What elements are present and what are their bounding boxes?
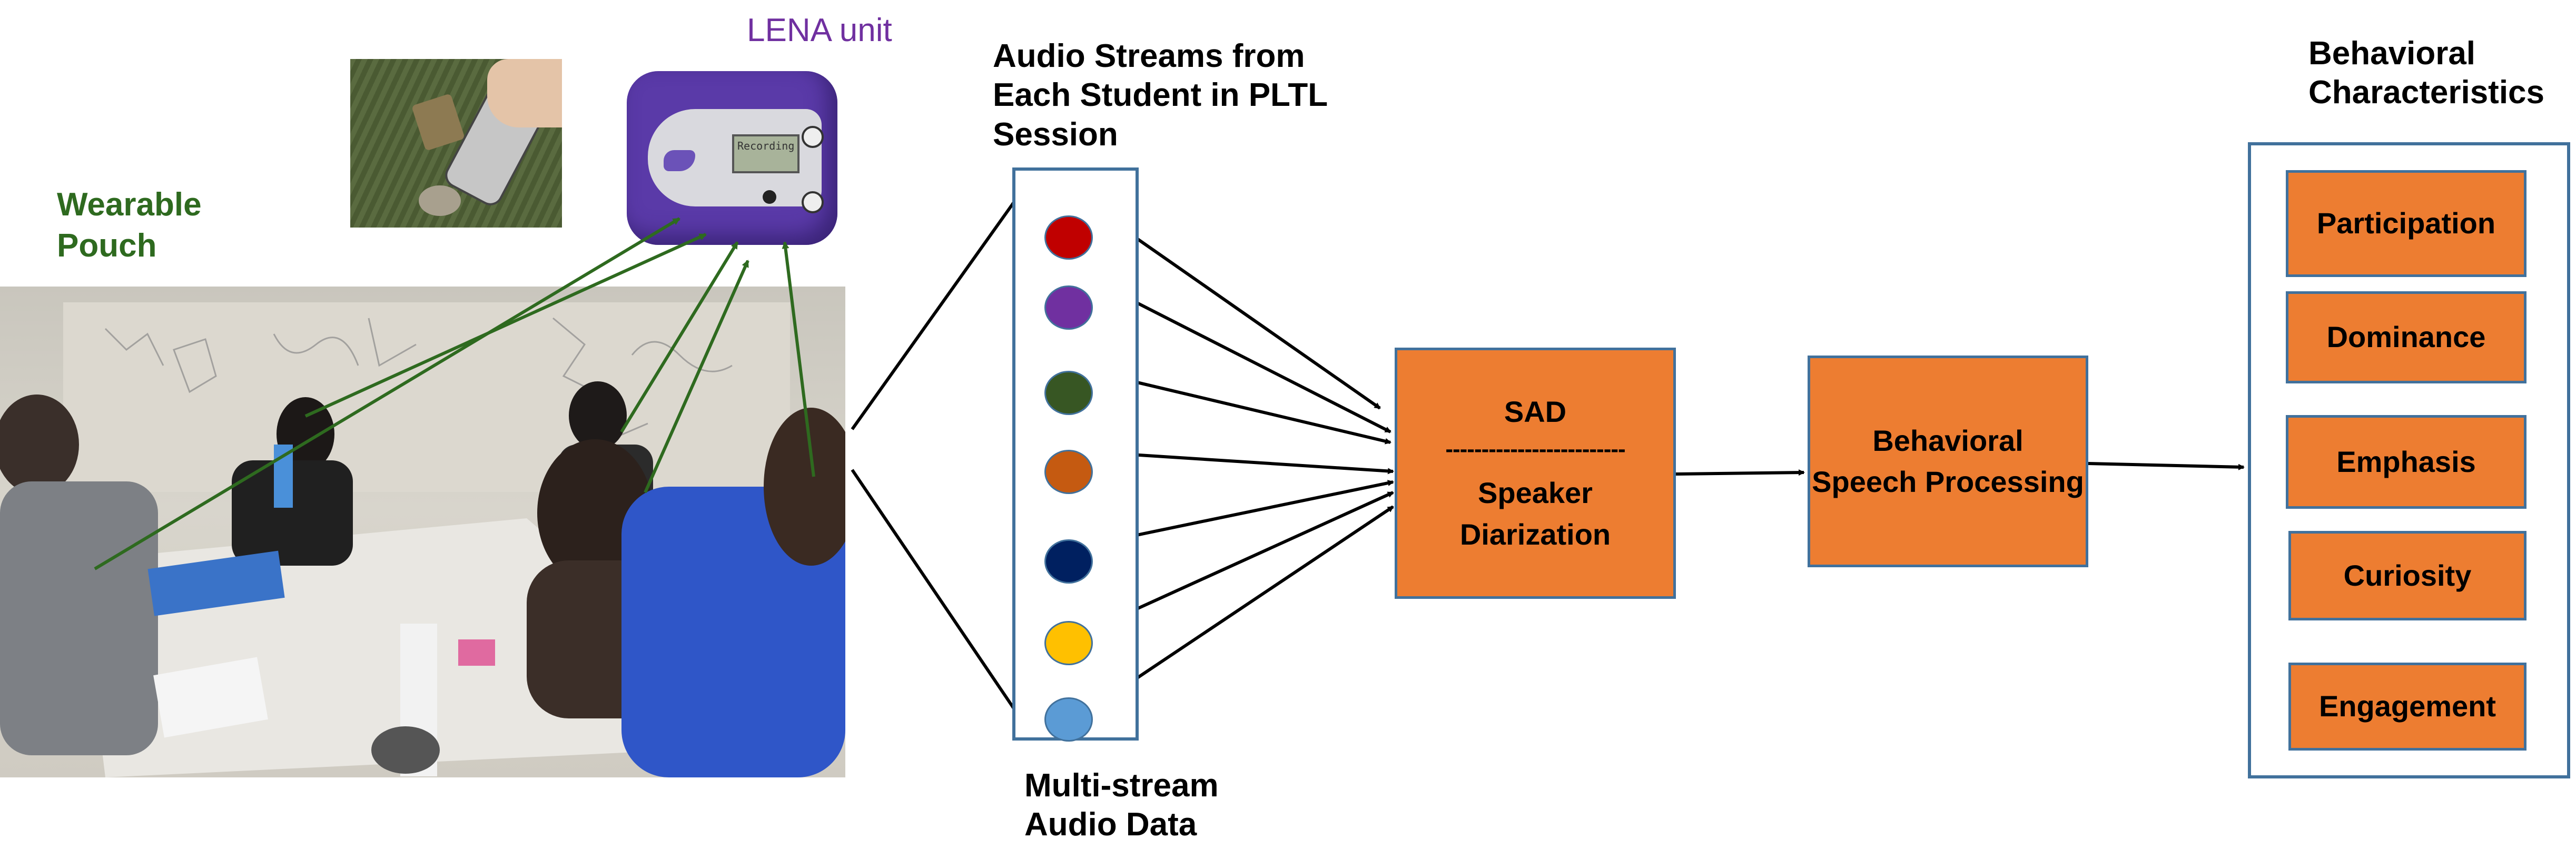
- multistream-line-2: Audio Data: [1024, 806, 1197, 843]
- behavioral-characteristics-title: Behavioral Characteristics: [2308, 34, 2544, 113]
- wearable-pouch-label: Wearable Pouch: [57, 184, 202, 266]
- audio-streams-panel: [1012, 167, 1139, 742]
- pointer-line-5: [782, 241, 815, 477]
- characteristic-emphasis-box: Emphasis: [2286, 415, 2526, 509]
- sad-diarization-box: SAD ------------------------- Speaker Di…: [1395, 348, 1676, 599]
- photo-to-panel-arrow-bottom: [851, 469, 1021, 717]
- audio-stream-dot-1: [1044, 215, 1093, 260]
- multistream-audio-label: Multi-stream Audio Data: [1024, 766, 1219, 845]
- audio-stream-dot-5: [1044, 539, 1093, 584]
- pointer-line-2: [304, 233, 707, 418]
- lena-unit-label: LENA unit: [747, 12, 892, 48]
- speaker-diarization-label-1: Speaker: [1478, 476, 1593, 510]
- audio-streams-title-line-1: Audio Streams from: [993, 38, 1305, 74]
- multistream-line-1: Multi-stream: [1024, 767, 1219, 804]
- wearable-pouch-image: [350, 59, 562, 228]
- sad-to-behavioral-arrow: [1675, 469, 1805, 476]
- sad-separator: -------------------------: [1445, 436, 1625, 462]
- stream-arrow-2: [1100, 283, 1391, 433]
- pointer-line-1: [94, 217, 680, 570]
- stream-arrow-5: [1106, 480, 1394, 543]
- lena-screen: Recording: [732, 134, 800, 173]
- behavioral-characteristics-line-1: Behavioral: [2308, 35, 2476, 72]
- photo-to-panel-arrow-top: [851, 194, 1021, 430]
- wearable-pouch-line-1: Wearable: [57, 186, 202, 223]
- audio-streams-title: Audio Streams from Each Student in PLTL …: [993, 37, 1328, 154]
- characteristic-participation-box: Participation: [2286, 170, 2526, 277]
- lena-device-image: Recording: [627, 71, 837, 245]
- audio-stream-dot-3: [1044, 371, 1093, 415]
- stream-arrow-4: [1106, 451, 1394, 475]
- speaker-diarization-label-2: Diarization: [1459, 517, 1611, 551]
- wearable-pouch-line-2: Pouch: [57, 227, 157, 264]
- pointer-line-4: [644, 260, 749, 494]
- audio-stream-dot-7: [1044, 697, 1093, 742]
- audio-stream-dot-4: [1044, 450, 1093, 494]
- characteristic-curiosity-box: Curiosity: [2288, 531, 2526, 620]
- stream-arrow-3: [1106, 373, 1391, 445]
- pointer-line-3: [620, 241, 739, 433]
- behavioral-speech-line-2: Speech Processing: [1812, 465, 2084, 498]
- audio-streams-title-line-3: Session: [993, 116, 1118, 153]
- audio-streams-title-line-2: Each Student in PLTL: [993, 77, 1328, 114]
- stream-arrow-7: [1110, 505, 1394, 697]
- behavioral-characteristics-line-2: Characteristics: [2308, 74, 2545, 111]
- characteristic-engagement-box: Engagement: [2288, 663, 2526, 751]
- behavioral-speech-processing-box: Behavioral Speech Processing: [1808, 356, 2088, 567]
- behavioral-speech-line-1: Behavioral: [1872, 423, 2024, 457]
- stream-arrow-6: [1110, 491, 1394, 622]
- audio-stream-dot-2: [1044, 285, 1093, 330]
- characteristic-dominance-box: Dominance: [2286, 291, 2526, 383]
- sad-label: SAD: [1504, 394, 1567, 428]
- lena-screen-text: Recording: [737, 140, 795, 152]
- behavioral-to-characteristics-arrow: [2088, 462, 2245, 470]
- audio-stream-dot-6: [1044, 621, 1093, 665]
- classroom-photo: [0, 287, 845, 777]
- stream-arrow-1: [1100, 212, 1381, 410]
